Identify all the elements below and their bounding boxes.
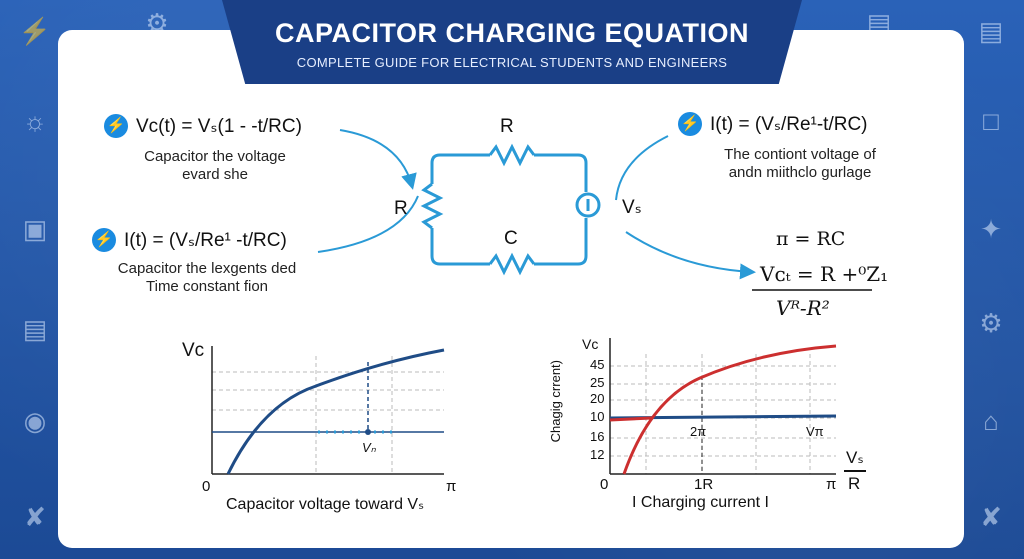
equation-description: evard she xyxy=(182,166,248,183)
marker-point xyxy=(365,429,371,435)
series-line-rising-start xyxy=(609,416,653,422)
equation-formula: I(t) = (Vₛ/Re¹ -t/RC) xyxy=(124,229,287,251)
voltage-source xyxy=(575,192,601,218)
chart2-axis-fraction-bar xyxy=(844,470,866,472)
lightning-icon: ⚡ xyxy=(92,228,116,252)
equation-description: Capacitor the voltage xyxy=(144,148,286,165)
rc-circuit xyxy=(420,143,601,276)
capacitor-label: C xyxy=(504,228,518,249)
equation-description: Time constant fion xyxy=(146,278,268,295)
arrow xyxy=(615,135,669,201)
equation-current: ⚡ I(t) = (Vₛ/Re¹ -t/RC) Capacitor the le… xyxy=(92,228,322,296)
fraction-numerator: Vᴄₜ = R +⁰Z₁ xyxy=(760,262,889,286)
compass-icon: ✦ xyxy=(980,214,1002,244)
chart1-marker-label: Vₙ xyxy=(362,440,376,455)
equation-formula: I(t) = (Vₛ/Re¹-t/RC) xyxy=(710,113,868,135)
tablet-icon: ▣ xyxy=(22,214,48,244)
equation-current-right: ⚡ I(t) = (Vₛ/Re¹-t/RC) The contiont volt… xyxy=(678,112,910,182)
chart2-ytick: 16 xyxy=(590,429,605,444)
lightning-icon: ⚡ xyxy=(678,112,702,136)
chart1-origin: 0 xyxy=(202,478,211,495)
chart2-ytick: 12 xyxy=(590,447,605,462)
lightning-icon: ⚡ xyxy=(104,114,128,138)
equation-description: Capacitor the lexgents ded xyxy=(117,260,297,277)
resistor-top-label: R xyxy=(500,116,514,137)
oscilloscope-icon: ▤ xyxy=(978,16,1004,46)
chart2-ytick: 10 xyxy=(590,409,605,424)
chart2-axis-numerator: Vₛ xyxy=(846,448,864,467)
resistor-top xyxy=(488,143,536,167)
chart2-ytick: 45 xyxy=(590,357,605,372)
tools-icon: ✘ xyxy=(980,502,1002,532)
page-subtitle: COMPLETE GUIDE FOR ELECTRICAL STUDENTS A… xyxy=(296,55,728,70)
screwdriver-icon: ✘ xyxy=(24,502,46,532)
resistor-left xyxy=(420,182,444,230)
chart-current xyxy=(609,338,837,475)
equation-voltage: ⚡ Vᴄ(t) = Vₛ(1 - -t/RC) Capacitor the vo… xyxy=(104,114,334,184)
chart2-ytick: 20 xyxy=(590,391,605,406)
chart2-xtick-2: π xyxy=(826,476,837,493)
chart2-side-label: Chagig crrent) xyxy=(548,360,563,443)
gears-icon: ⚙ xyxy=(979,308,1003,338)
series-line-voltage xyxy=(226,348,445,475)
house-icon: ⌂ xyxy=(983,406,999,436)
arrow xyxy=(317,195,419,253)
chart2-caption: I Charging current I xyxy=(632,494,769,511)
chart2-marker-2pi: 2π xyxy=(690,424,707,439)
arrow xyxy=(339,129,417,190)
probe-icon: ◉ xyxy=(23,406,47,436)
chart-icon: □ xyxy=(983,106,999,136)
series-line-rising xyxy=(622,344,837,475)
monitor-icon: ▤ xyxy=(22,314,48,344)
title-banner: CAPACITOR CHARGING EQUATION COMPLETE GUI… xyxy=(222,0,802,84)
chart1-xlabel: π xyxy=(446,478,457,495)
content-card xyxy=(58,30,964,548)
page-title: CAPACITOR CHARGING EQUATION xyxy=(274,18,749,48)
fraction-denominator: Vᴿ-R² xyxy=(776,296,830,320)
capacitor-symbol xyxy=(488,252,536,276)
equation-formula: Vᴄ(t) = Vₛ(1 - -t/RC) xyxy=(136,115,302,137)
bulb-icon: ☼ xyxy=(23,106,47,136)
chart1-ylabel: Vᴄ xyxy=(182,340,205,361)
chart2-marker-vpi: Vπ xyxy=(806,424,824,439)
chart2-xtick-0: 0 xyxy=(600,476,609,493)
chart2-ytick: 25 xyxy=(590,375,605,390)
equation-description: The contiont voltage of xyxy=(724,146,876,163)
equation-description: andn miithclo gurlage xyxy=(728,164,872,181)
chart2-ylabel: Vᴄ xyxy=(582,336,599,352)
lightning-icon: ⚡ xyxy=(18,16,52,46)
chart-voltage xyxy=(211,346,445,475)
source-label: Vₛ xyxy=(622,197,642,218)
time-constant-equation: π = RC xyxy=(776,228,846,250)
chart2-xtick-1: 1R xyxy=(694,476,714,493)
chart1-caption: Capacitor voltage toward Vₛ xyxy=(226,496,425,513)
resistor-left-label: R xyxy=(394,198,408,219)
chart2-axis-denominator: R xyxy=(848,474,861,493)
arrow xyxy=(625,231,756,280)
